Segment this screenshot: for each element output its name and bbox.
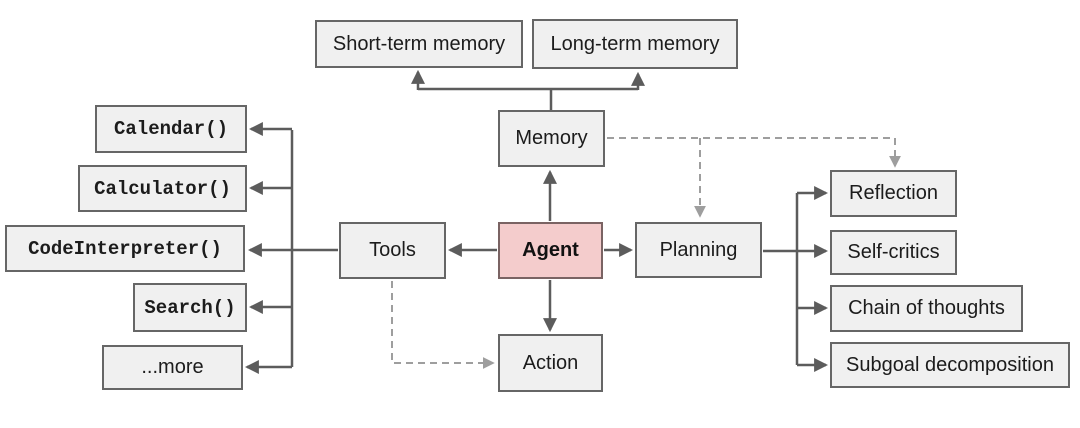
node-subgoal-decomposition: Subgoal decomposition bbox=[830, 342, 1070, 388]
node-action: Action bbox=[498, 334, 603, 392]
node-calculator: Calculator() bbox=[78, 165, 247, 212]
node-short-term-memory: Short-term memory bbox=[315, 20, 523, 68]
node-self-critics: Self-critics bbox=[830, 230, 957, 275]
node-calendar: Calendar() bbox=[95, 105, 247, 153]
node-search: Search() bbox=[133, 283, 247, 332]
node-code-interpreter: CodeInterpreter() bbox=[5, 225, 245, 272]
node-tools: Tools bbox=[339, 222, 446, 279]
node-reflection: Reflection bbox=[830, 170, 957, 217]
node-agent: Agent bbox=[498, 222, 603, 279]
node-planning: Planning bbox=[635, 222, 762, 278]
node-more: ...more bbox=[102, 345, 243, 390]
connector-memory-reflection-dashed bbox=[607, 137, 901, 168]
node-chain-of-thoughts: Chain of thoughts bbox=[830, 285, 1023, 332]
node-long-term-memory: Long-term memory bbox=[532, 19, 738, 69]
connector-tools-action-dashed bbox=[391, 281, 495, 369]
node-memory: Memory bbox=[498, 110, 605, 167]
